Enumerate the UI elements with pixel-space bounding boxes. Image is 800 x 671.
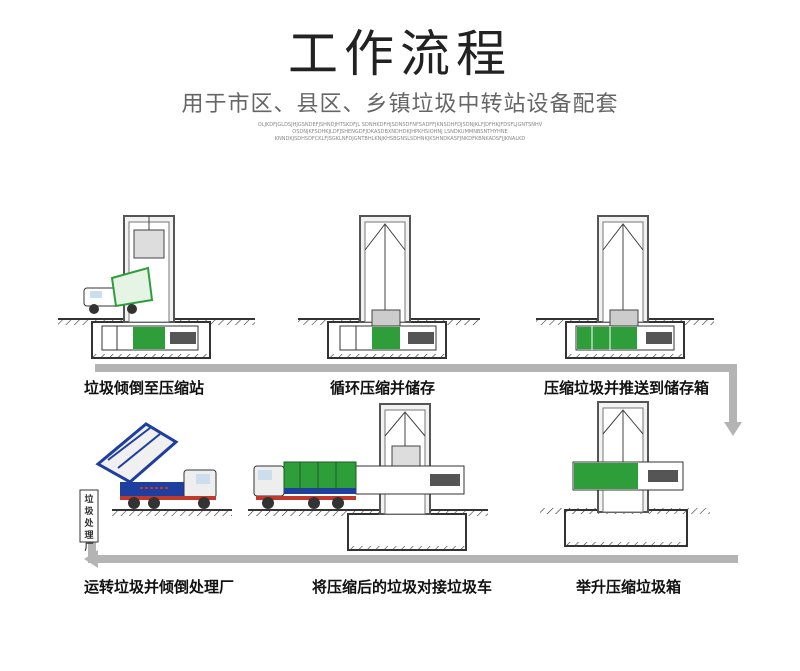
hopper [133, 229, 165, 259]
filler-text-line: OSDNJKFSDHKJLDFJSHENGDFJDKASDBXNDHDKJHPK… [292, 129, 508, 135]
stage-compress [298, 215, 480, 359]
flow-arrow-right-down [729, 364, 737, 424]
stage-label-dock: 将压缩后的垃圾对接垃圾车 [312, 578, 493, 596]
page-subtitle: 用于市区、县区、乡镇垃圾中转站设备配套 [181, 92, 619, 117]
pit [564, 509, 688, 547]
flow-arrows [84, 364, 742, 568]
stage-label-compress: 循环压缩并储存 [330, 379, 436, 397]
stage-transport [95, 422, 232, 516]
filler-text-line: OLJKDFJGLDSJHJGSNDEFJSHNDJHTSKDFJL SDNHK… [257, 122, 543, 128]
pit [347, 513, 467, 551]
stage-dump [58, 215, 255, 359]
flow-arrow-bottom [96, 555, 738, 563]
stage-lift [540, 401, 710, 547]
flow-arrow-left-up [88, 540, 96, 563]
green-container [574, 463, 638, 489]
stage-label-push: 压缩垃圾并推送到储存箱 [544, 379, 710, 397]
stage-dock [248, 403, 488, 551]
stage-label-transport: 运转垃圾并倾倒处理厂 [84, 578, 235, 596]
garbage-truck-icon [253, 461, 357, 509]
green-container [133, 327, 165, 349]
green-container [372, 327, 400, 349]
green-container [577, 327, 637, 349]
plant-sign-label: 垃圾处理厂 [84, 495, 94, 553]
filler-text-line: KNNDKJSDHSDFCKLFJSGKLNFDJGNTBHLKNJKHSBGN… [274, 136, 526, 142]
plant-sign [79, 489, 99, 543]
stage-label-dump: 垃圾倾倒至压缩站 [84, 379, 205, 397]
hopper [371, 309, 401, 327]
hopper [609, 309, 639, 327]
tipping-truck-icon [95, 422, 217, 509]
flow-arrow-right-head [724, 422, 742, 436]
stage-push [536, 215, 714, 359]
page-title: 工作流程 [288, 25, 512, 83]
mini-truck-icon [83, 266, 154, 314]
stage-label-lift: 举升压缩垃圾箱 [576, 578, 682, 596]
flow-arrow-top [95, 364, 735, 372]
